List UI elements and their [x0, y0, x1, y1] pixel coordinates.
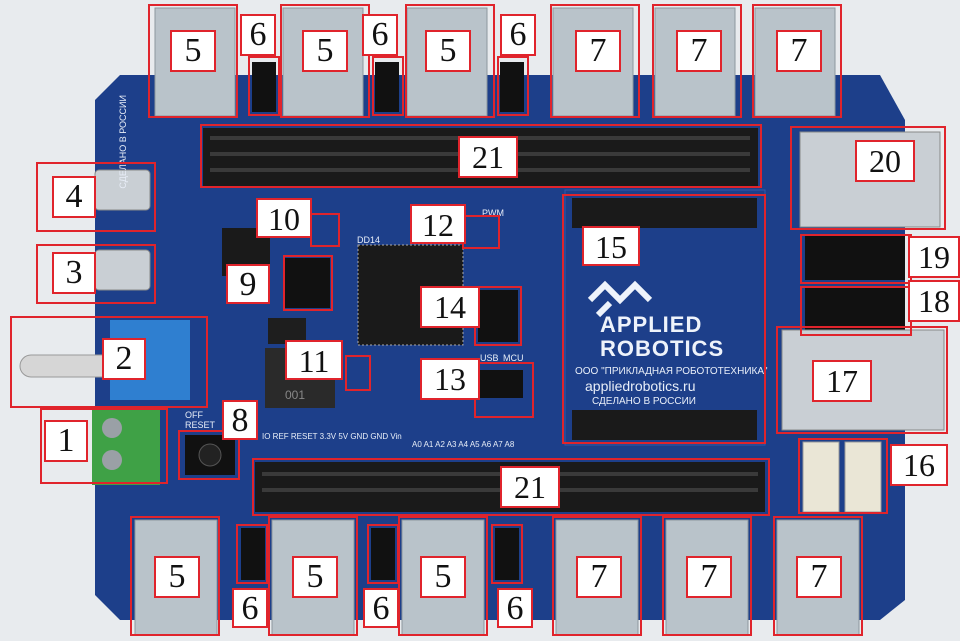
callout-box [367, 524, 399, 584]
label-7-top-2: 7 [676, 30, 722, 72]
shield-header-bottom [572, 410, 757, 440]
usb-label: USB [480, 353, 499, 363]
callout-box [562, 194, 766, 444]
callout-box [200, 124, 762, 188]
callout-box [405, 4, 495, 118]
label-7-bottom-3: 7 [796, 556, 842, 598]
brand-line-2: ROBOTICS [600, 336, 725, 361]
terminal-block [92, 410, 160, 485]
label-5-bottom-3: 5 [420, 556, 466, 598]
callout-box [40, 408, 168, 484]
label-6-bottom-3: 6 [497, 588, 533, 628]
label-19: 19 [908, 236, 960, 278]
label-21-top: 21 [458, 136, 518, 178]
analog-pin-labels: A0 A1 A2 A3 A4 A5 A6 A7 A8 [412, 440, 515, 449]
label-21-bottom: 21 [500, 466, 560, 508]
reset-label: RESET [185, 420, 216, 430]
callout-box [773, 516, 863, 636]
label-5-top-2: 5 [302, 30, 348, 72]
callout-box [372, 56, 404, 116]
label-9: 9 [226, 264, 270, 304]
mcu-label: MCU [503, 353, 524, 363]
label-6-top-1: 6 [240, 14, 276, 56]
callout-box [36, 162, 156, 232]
label-10: 10 [256, 198, 312, 238]
inductor-marking: 001 [285, 388, 306, 402]
off-label: OFF [185, 410, 203, 420]
callout-box [148, 4, 238, 118]
callout-box [776, 326, 948, 434]
label-12: 12 [410, 204, 466, 244]
label-18: 18 [908, 280, 960, 322]
callout-box [268, 516, 358, 636]
callout-box [550, 4, 640, 118]
pwm-label: PWM [482, 208, 504, 218]
callout-box [474, 286, 522, 346]
label-6-top-3: 6 [500, 14, 536, 56]
brand-line-1: APPLIED [600, 312, 703, 337]
callout-box [130, 516, 220, 636]
label-5-bottom-2: 5 [292, 556, 338, 598]
callout-box [752, 4, 842, 118]
label-11: 11 [285, 340, 343, 380]
callout-box [652, 4, 742, 118]
label-8: 8 [222, 400, 258, 440]
callout-box [474, 362, 534, 418]
callout-box [178, 430, 240, 480]
label-15: 15 [582, 226, 640, 266]
made-in-russia: СДЕЛАНО В РОССИИ [592, 396, 696, 407]
label-6-bottom-2: 6 [363, 588, 399, 628]
callout-box [491, 524, 523, 584]
label-5-top-1: 5 [170, 30, 216, 72]
website: appliedrobotics.ru [585, 378, 696, 394]
callout-box [310, 213, 340, 247]
label-6-bottom-1: 6 [232, 588, 268, 628]
callout-box [36, 244, 156, 304]
label-13: 13 [420, 358, 480, 400]
callout-box [790, 126, 946, 230]
callout-box [800, 234, 912, 284]
callout-box [345, 355, 371, 391]
shield-header-top [572, 198, 757, 228]
callout-box [462, 215, 500, 249]
callout-box [248, 56, 280, 116]
label-7-top-3: 7 [776, 30, 822, 72]
label-14: 14 [420, 286, 480, 328]
callout-box [662, 516, 752, 636]
power-pin-labels: IO REF RESET 3.3V 5V GND GND Vin [262, 432, 402, 441]
label-4: 4 [52, 176, 96, 218]
label-7-top-1: 7 [575, 30, 621, 72]
ic-marking: DD14 [357, 235, 381, 245]
company-name: ООО "ПРИКЛАДНАЯ РОБОТОТЕХНИКА" [575, 366, 768, 377]
label-3: 3 [52, 252, 96, 294]
callout-box [283, 255, 333, 311]
label-20: 20 [855, 140, 915, 182]
callout-box [798, 438, 888, 514]
callout-box [280, 4, 370, 118]
label-2: 2 [102, 338, 146, 380]
label-5-bottom-1: 5 [154, 556, 200, 598]
label-1: 1 [44, 420, 88, 462]
label-17: 17 [812, 360, 872, 402]
label-7-bottom-1: 7 [576, 556, 622, 598]
label-16: 16 [890, 444, 948, 486]
callout-box [552, 516, 642, 636]
label-6-top-2: 6 [362, 14, 398, 56]
callout-box [236, 524, 268, 584]
callout-box [398, 516, 488, 636]
label-7-bottom-2: 7 [686, 556, 732, 598]
callout-box [10, 316, 208, 408]
label-5-top-3: 5 [425, 30, 471, 72]
callout-box [252, 458, 770, 516]
callout-box [497, 56, 529, 116]
